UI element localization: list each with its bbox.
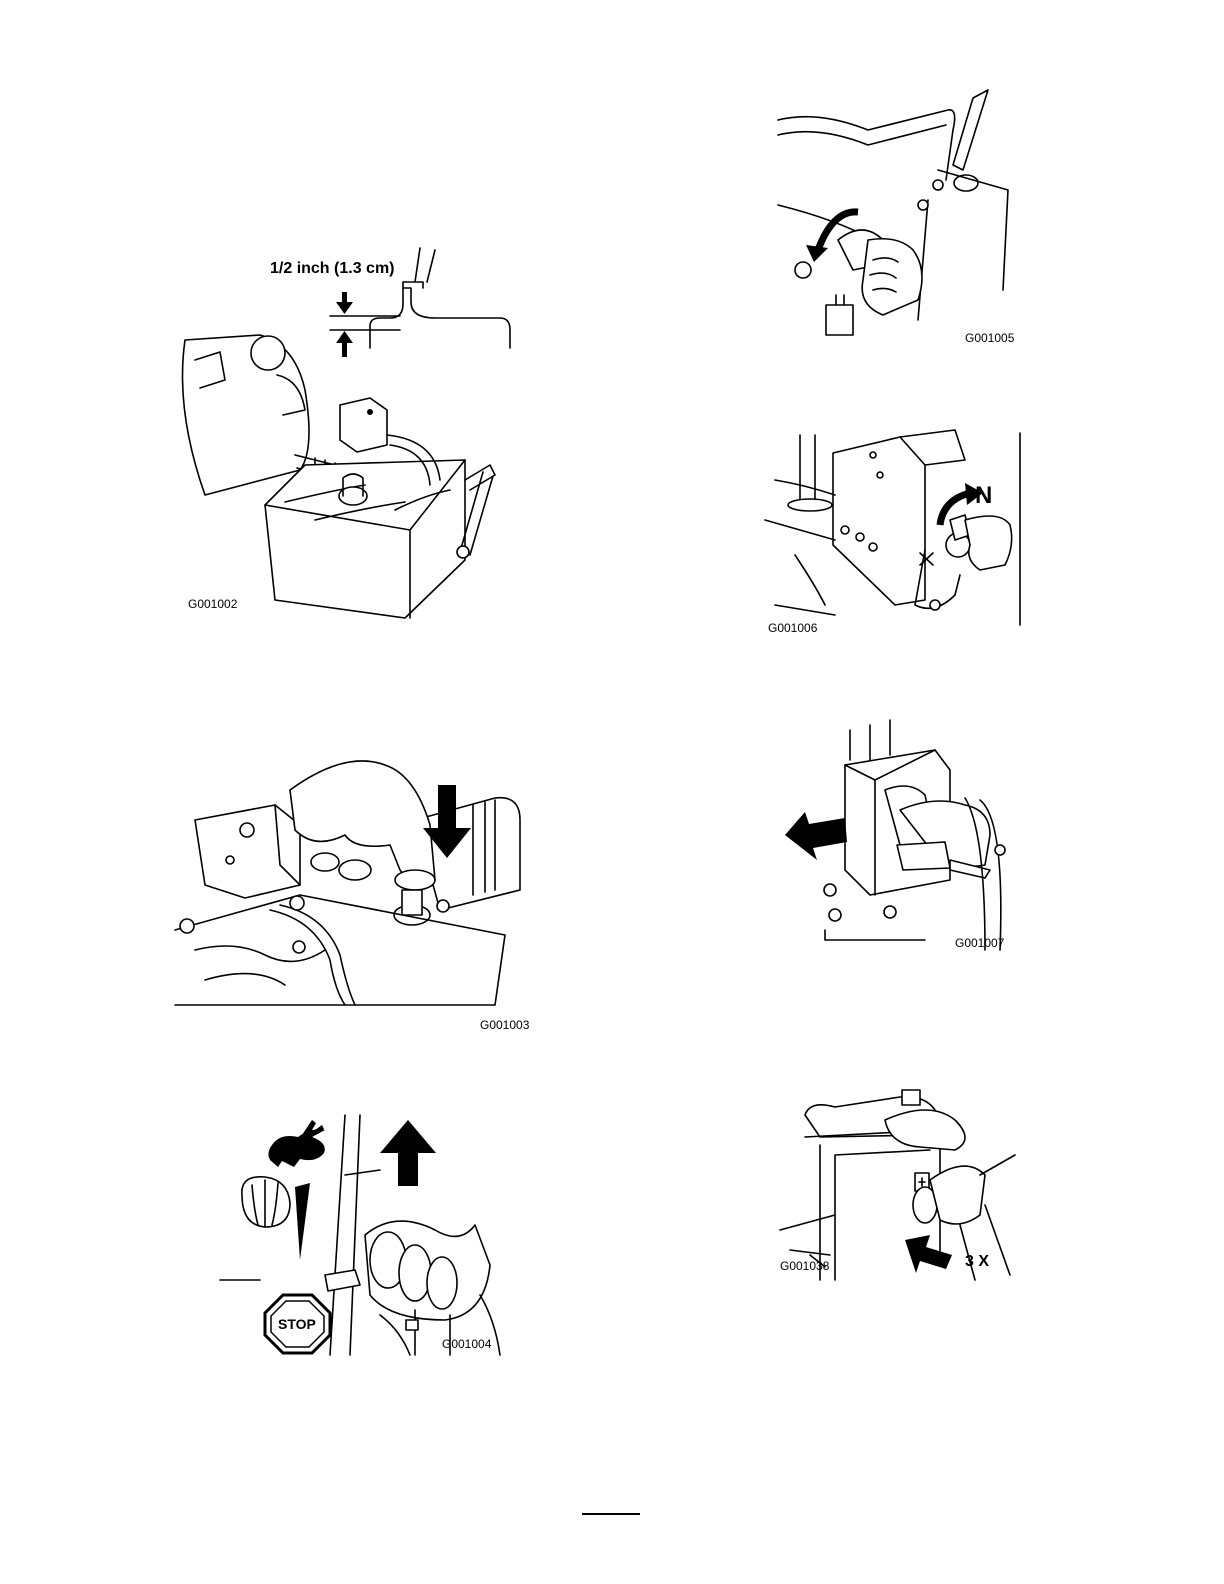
- figure-code: G001038: [780, 1259, 829, 1273]
- fuel-valve-drawing: [778, 90, 1048, 350]
- stop-label: STOP: [278, 1316, 316, 1332]
- primer-push-drawing: [780, 1085, 1025, 1280]
- figure-throttle-lever: STOP G001004: [220, 1115, 510, 1355]
- ignition-key-drawing: [765, 425, 1030, 640]
- figure-choke-pull: G001007: [785, 720, 1020, 950]
- figure-fuel-fill: 1/2 inch (1.3 cm): [165, 240, 525, 620]
- arrow-up-icon: [336, 331, 353, 357]
- figure-code: G001003: [480, 1018, 529, 1032]
- figure-code: G001006: [768, 621, 817, 635]
- figure-primer-push: 3 X G001038: [780, 1085, 1025, 1280]
- figure-code: G001004: [442, 1337, 491, 1351]
- repeat-count-callout: 3 X: [965, 1253, 989, 1271]
- arrow-left-icon: [785, 812, 847, 860]
- throttle-lever-drawing: [220, 1115, 510, 1355]
- figure-code: G001005: [965, 331, 1014, 345]
- figure-code: G001002: [188, 597, 237, 611]
- figure-ignition-key: N G001006: [765, 425, 1030, 640]
- figure-primer-plug: G001003: [175, 750, 535, 1035]
- rabbit-icon: [268, 1120, 325, 1167]
- choke-pull-drawing: [785, 720, 1020, 950]
- fuel-fill-drawing: [165, 240, 525, 620]
- footer-rule: [582, 1513, 640, 1515]
- figure-fuel-valve: G001005: [778, 90, 1048, 350]
- arrow-down-icon: [336, 292, 353, 314]
- arrow-up-icon: [380, 1120, 436, 1186]
- figure-code: G001007: [955, 936, 1004, 950]
- arrow-left-icon: [905, 1235, 952, 1273]
- primer-plug-drawing: [175, 750, 535, 1035]
